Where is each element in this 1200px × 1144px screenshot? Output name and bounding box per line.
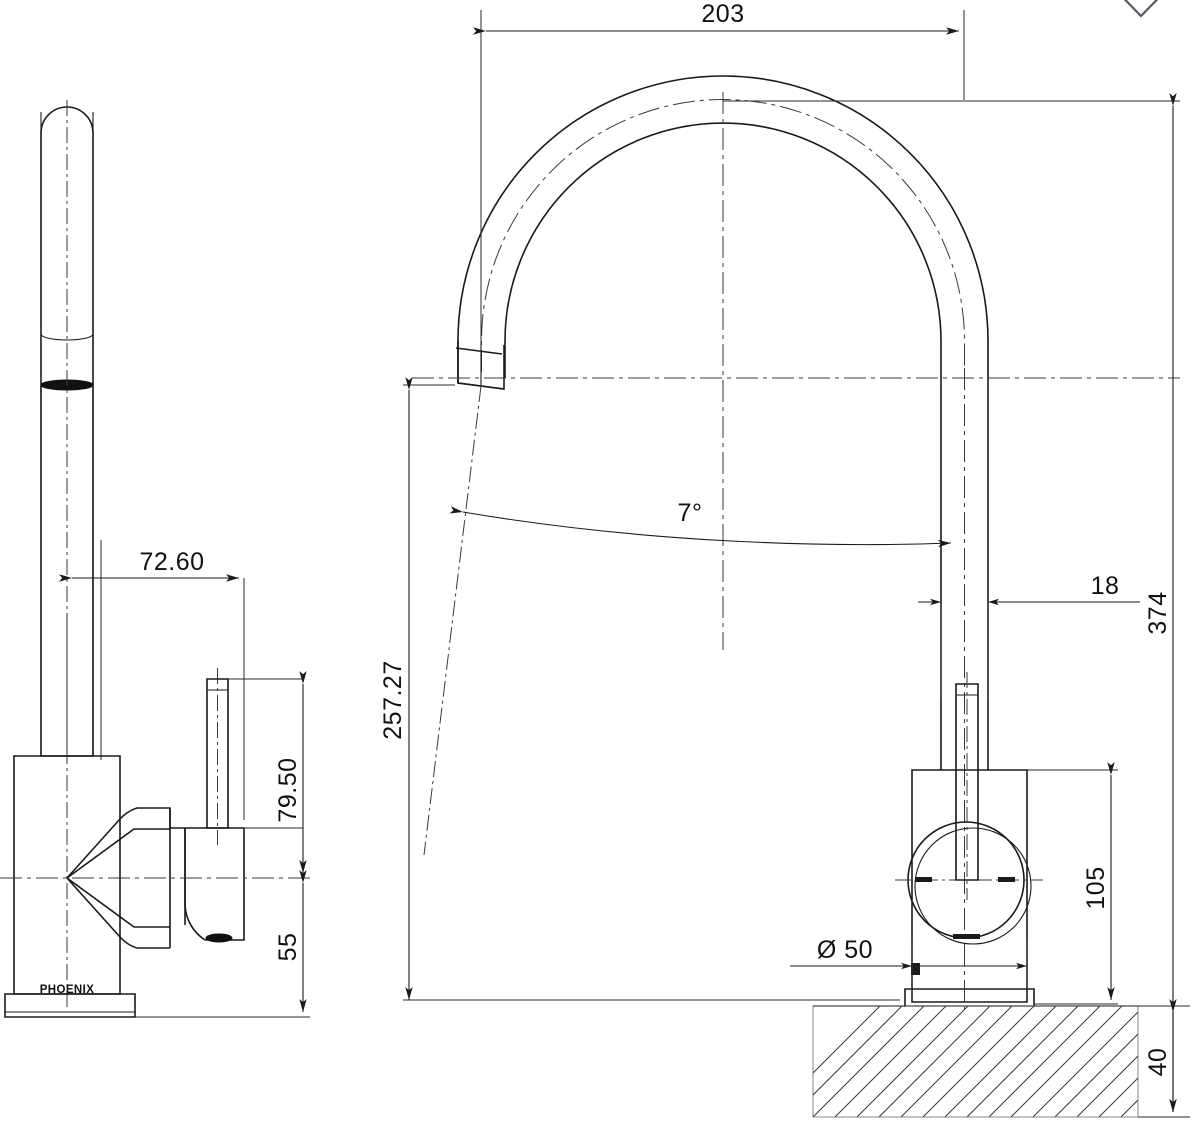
front-view-base-plate (904, 963, 1035, 1007)
dim-handle-above-axis: 79.50 (274, 757, 302, 822)
side-view-base-plate (4, 993, 300, 1018)
brand-label: PHOENIX (40, 984, 95, 996)
front-view-spout-outlet (423, 341, 505, 856)
front-view (412, 75, 1180, 1118)
dim-base-diameter: Ø 50 (817, 936, 873, 964)
dim-bench-thickness: 40 (1144, 1048, 1172, 1077)
side-view-dimensions: 72.60 79.50 55 (59, 540, 310, 1018)
dim-body-below-axis: 55 (274, 933, 302, 962)
dim-spout-reach: 203 (701, 0, 744, 28)
dim-valve-body-height: 105 (1082, 866, 1110, 909)
front-view-dimensions: 203 374 257.27 18 7° Ø 50 (379, 0, 1190, 1118)
bench-section (812, 1005, 1139, 1118)
phoenix-chevron-logo (1123, 0, 1159, 18)
dim-handle-offset: 72.60 (139, 548, 204, 576)
front-view-riser (940, 368, 989, 1010)
dim-spout-height: 257.27 (379, 660, 407, 739)
side-view-handle-body (184, 827, 245, 943)
side-view-handle-lever (206, 668, 229, 845)
dim-tube-diameter: 18 (1091, 572, 1120, 600)
front-view-handle-lever (955, 672, 979, 900)
dim-overall-height: 374 (1144, 591, 1172, 634)
dim-outlet-angle: 7° (678, 499, 703, 527)
